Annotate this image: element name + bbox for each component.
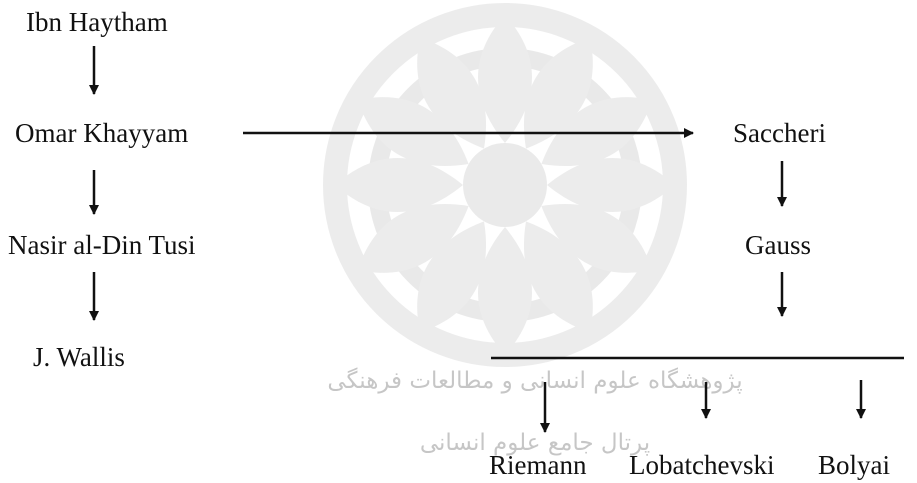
node-nasir-al-din-tusi: Nasir al-Din Tusi [8, 230, 196, 260]
node-gauss: Gauss [745, 230, 811, 260]
node-ibn-haytham: Ibn Haytham [26, 7, 168, 37]
node-omar-khayyam: Omar Khayyam [15, 118, 188, 148]
node-lobatchevski: Lobatchevski [629, 450, 774, 480]
watermark-emblem [323, 3, 687, 367]
node-j-wallis: J. Wallis [33, 342, 125, 372]
node-saccheri: Saccheri [733, 118, 826, 148]
watermark-line2: پرتال جامع علوم انسانی [420, 430, 650, 456]
node-riemann: Riemann [489, 450, 587, 480]
node-bolyai: Bolyai [818, 450, 890, 480]
watermark-line1: پژوهشگاه علوم انسانی و مطالعات فرهنگی [327, 367, 742, 394]
